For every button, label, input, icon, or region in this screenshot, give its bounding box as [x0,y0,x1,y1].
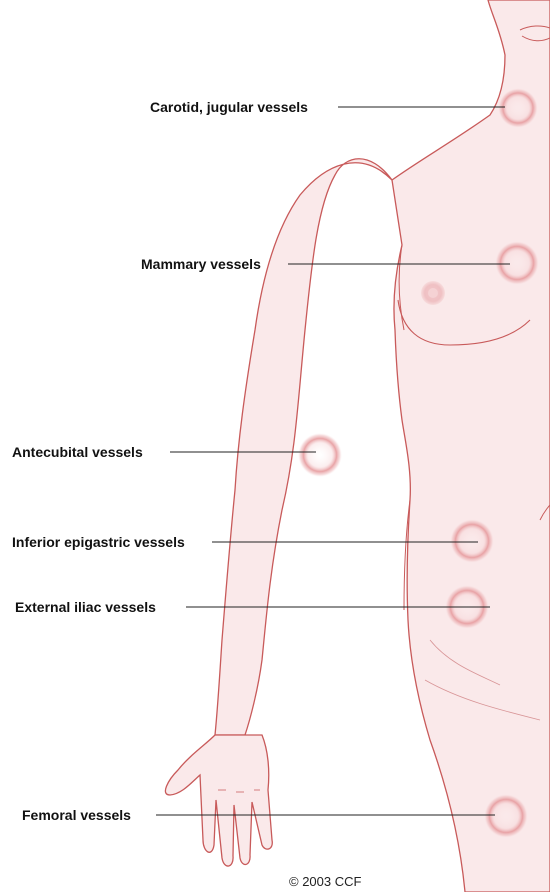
femoral-site-marker [484,794,528,838]
copyright-notice: © 2003 CCF [289,874,361,889]
antecubital-label: Antecubital vessels [12,444,143,460]
carotid-label: Carotid, jugular vessels [150,99,308,115]
mammary-label: Mammary vessels [141,256,261,272]
antecubital-site-marker [298,433,342,477]
epigastric-label: Inferior epigastric vessels [12,534,185,550]
iliac-label: External iliac vessels [15,599,156,615]
epigastric-site-marker [450,519,494,563]
torso-silhouette [392,0,550,892]
femoral-label: Femoral vessels [22,807,131,823]
hand-silhouette [165,735,272,866]
carotid-site-marker [498,88,538,128]
mammary-site-marker [495,241,539,285]
